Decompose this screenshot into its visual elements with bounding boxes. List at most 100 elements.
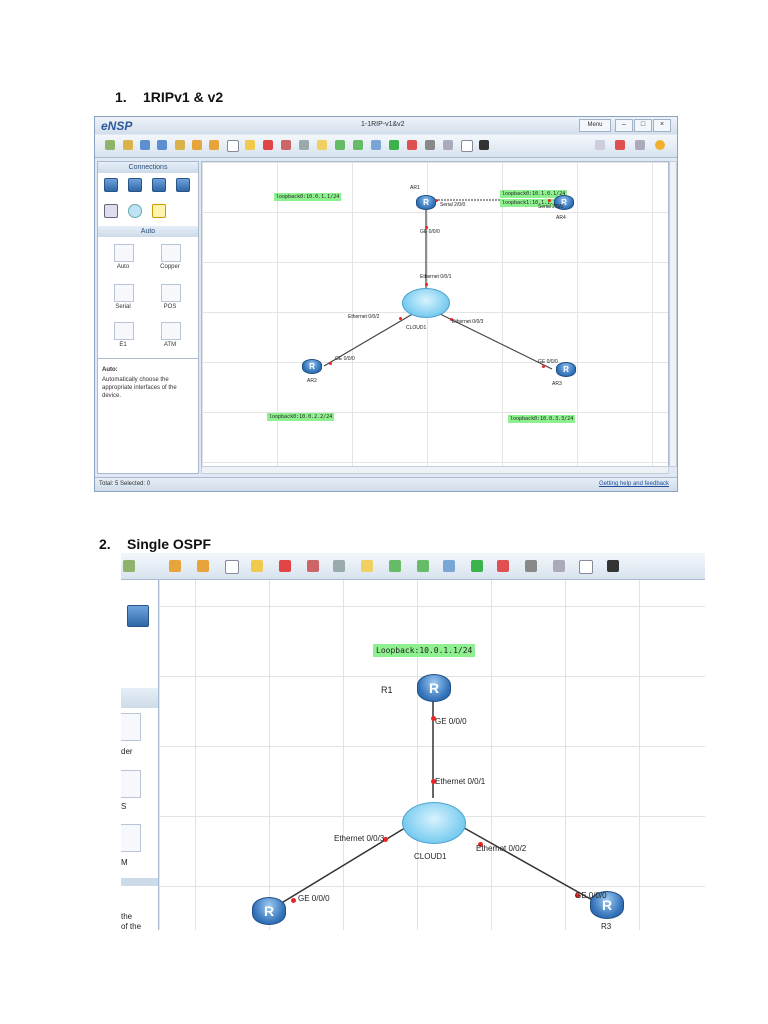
switch-category-icon[interactable] [128, 178, 142, 192]
ensp-window-1: eNSP 1-1RIP-v1&v2 Menu – □ × Con [94, 116, 678, 492]
pos-cable-icon[interactable] [121, 770, 141, 798]
r1-ge-label: GE 0/0/0 [435, 717, 467, 726]
ar1-label: AR1 [410, 185, 420, 191]
ar4-serial-label: Serial 2/0/0 [538, 204, 564, 210]
section-1-number: 1. [115, 89, 127, 105]
cloud1-icon[interactable] [402, 802, 466, 844]
topology-canvas[interactable]: loopback0:10.0.1.1/24 loopback0:10.1.0.1… [201, 161, 669, 467]
r3-label: R3 [601, 922, 612, 930]
undo-icon[interactable] [192, 140, 202, 150]
device-icon[interactable] [615, 140, 625, 150]
palette-icon[interactable] [361, 560, 373, 572]
screenshot-icon[interactable] [607, 560, 619, 572]
redo-icon[interactable] [209, 140, 219, 150]
router-ar4-icon[interactable]: R [554, 195, 574, 210]
link-cloud-ar2 [323, 311, 417, 367]
pan-icon[interactable] [245, 140, 255, 150]
fit-icon[interactable] [443, 560, 455, 572]
close-icon[interactable]: × [653, 119, 671, 132]
connections-header: Connections [98, 162, 198, 173]
router-ar1-icon[interactable]: R [416, 195, 436, 210]
auto-cable-icon[interactable] [114, 244, 134, 262]
redo-icon[interactable] [197, 560, 209, 572]
atm-cable-icon[interactable] [161, 322, 181, 340]
text-icon[interactable] [299, 140, 309, 150]
atm-cable-icon[interactable] [121, 824, 141, 852]
print-icon[interactable] [175, 140, 185, 150]
router-ar2-icon[interactable]: R [302, 359, 322, 374]
ar2-label: AR2 [307, 378, 317, 384]
delete-link-icon[interactable] [307, 560, 319, 572]
text-icon[interactable] [333, 560, 345, 572]
zoom-out-icon[interactable] [353, 140, 363, 150]
capture-icon[interactable] [425, 140, 435, 150]
cloud-eth3-label: Ethernet 0/0/3 [334, 834, 385, 843]
router-r3-icon[interactable]: R [590, 891, 624, 919]
save-icon[interactable] [123, 560, 135, 572]
settings-icon[interactable] [635, 140, 645, 150]
copper-cable-icon[interactable] [161, 244, 181, 262]
undo-icon[interactable] [169, 560, 181, 572]
window-icon[interactable] [579, 560, 593, 574]
start-icon[interactable] [471, 560, 483, 572]
app-logo: eNSP [101, 119, 133, 133]
panel-divider [98, 358, 198, 359]
delete-icon[interactable] [263, 140, 273, 150]
router-r1-icon[interactable]: R [417, 674, 451, 702]
select-icon[interactable] [225, 560, 239, 574]
vertical-scrollbar[interactable] [669, 161, 677, 467]
save-as-icon[interactable] [157, 140, 167, 150]
cloud1-label: CLOUD1 [406, 325, 427, 331]
fit-icon[interactable] [371, 140, 381, 150]
section-2-title: Single OSPF [127, 536, 212, 552]
topology-icon[interactable] [443, 140, 453, 150]
port-dot [542, 365, 545, 368]
status-bar: Total: 5 Selected: 0 Getting help and fe… [95, 477, 677, 491]
serial-cable-icon[interactable] [114, 284, 134, 302]
port-dot [450, 318, 453, 321]
copper-cable-icon[interactable] [121, 713, 141, 741]
router-category-icon[interactable] [104, 178, 118, 192]
screenshot-icon[interactable] [479, 140, 489, 150]
firewall-category-icon[interactable] [176, 178, 190, 192]
pos-cable-icon[interactable] [161, 284, 181, 302]
stop-icon[interactable] [407, 140, 417, 150]
help-feedback-link[interactable]: Getting help and feedback [598, 481, 669, 487]
e1-cable-icon[interactable] [114, 322, 134, 340]
delete-link-icon[interactable] [281, 140, 291, 150]
save-icon[interactable] [140, 140, 150, 150]
palette-icon[interactable] [317, 140, 327, 150]
maximize-icon[interactable]: □ [634, 119, 652, 132]
pc-category-icon[interactable] [104, 204, 118, 218]
loopback-label-ar3: loopback0:10.0.3.3/24 [508, 415, 576, 423]
new-icon[interactable] [105, 140, 115, 150]
stop-icon[interactable] [497, 560, 509, 572]
start-icon[interactable] [389, 140, 399, 150]
topology-canvas[interactable]: Loopback:10.0.1.1/24 R1 R GE 0/0/0 Ether… [160, 580, 705, 930]
capture-icon[interactable] [525, 560, 537, 572]
panel-divider [121, 878, 158, 886]
minimize-icon[interactable]: – [615, 119, 633, 132]
cloud-category-icon[interactable] [128, 204, 142, 218]
menu-button[interactable]: Menu [579, 119, 611, 132]
router-left-icon[interactable]: R [252, 897, 286, 925]
window-icon[interactable] [461, 140, 473, 152]
select-icon[interactable] [227, 140, 239, 152]
delete-icon[interactable] [279, 560, 291, 572]
cloud1-icon[interactable] [402, 288, 450, 318]
zoom-in-icon[interactable] [389, 560, 401, 572]
pan-icon[interactable] [251, 560, 263, 572]
zoom-in-icon[interactable] [335, 140, 345, 150]
cable-category-icon[interactable] [152, 204, 166, 218]
cloud-eth2-label: Ethernet 0/0/2 [348, 314, 380, 320]
cable-label-fragment: M [121, 858, 128, 867]
open-icon[interactable] [123, 140, 133, 150]
help-icon[interactable] [655, 140, 665, 150]
wlan-category-icon[interactable] [152, 178, 166, 192]
console-icon[interactable] [595, 140, 605, 150]
firewall-category-icon[interactable] [127, 605, 149, 627]
zoom-out-icon[interactable] [417, 560, 429, 572]
topology-icon[interactable] [553, 560, 565, 572]
router-ar3-icon[interactable]: R [556, 362, 576, 377]
horizontal-scrollbar[interactable] [201, 466, 669, 474]
